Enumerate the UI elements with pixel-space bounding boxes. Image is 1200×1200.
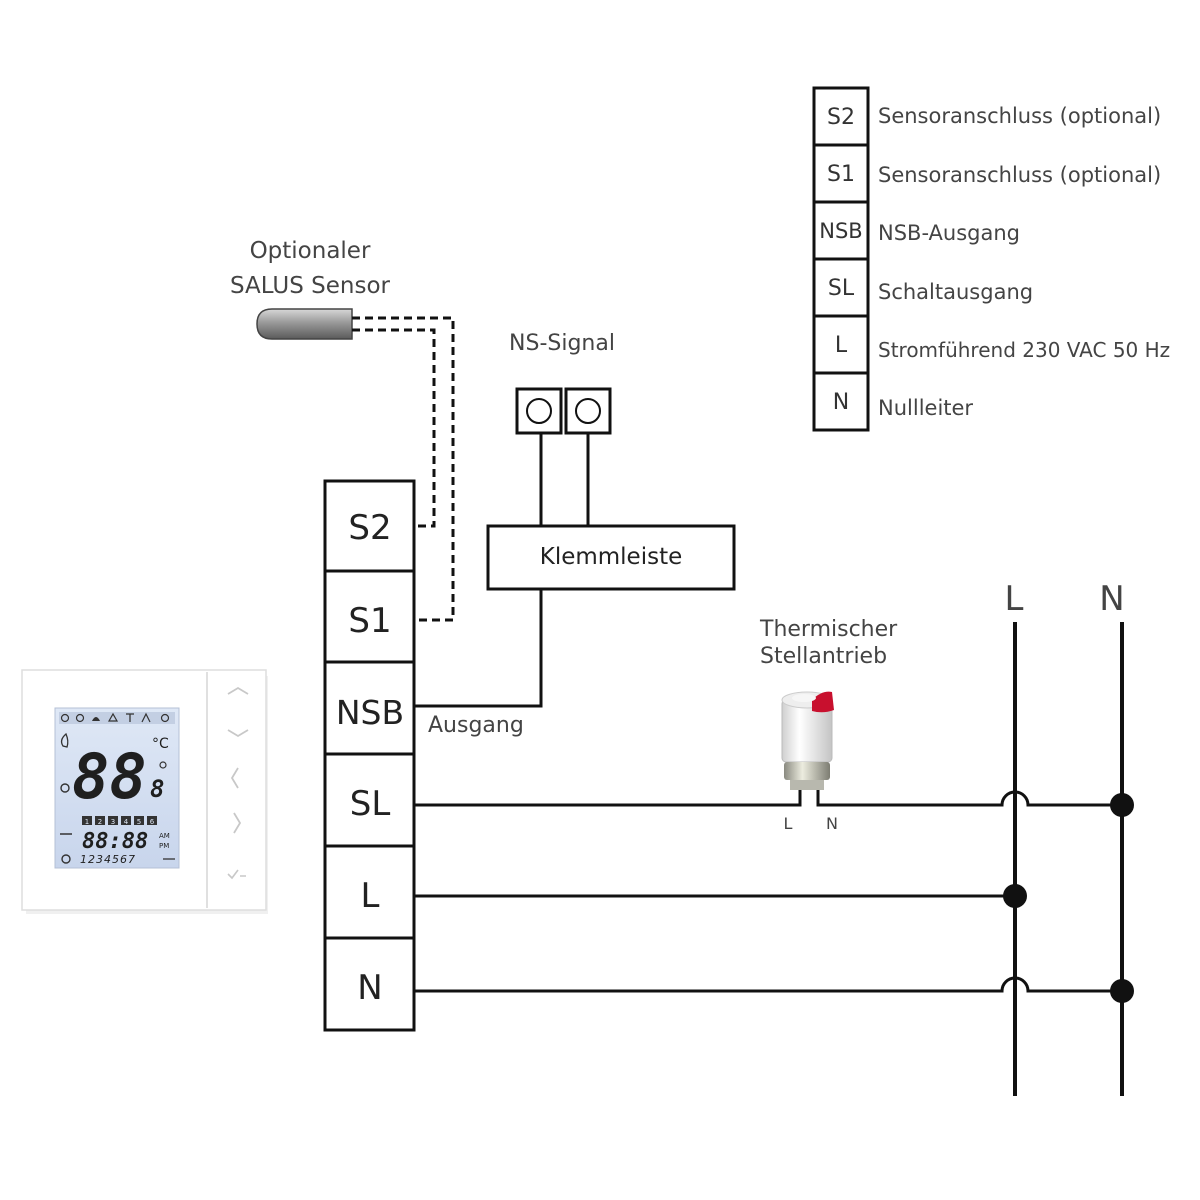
- lcd-days: 1234567: [80, 853, 136, 866]
- sun-icon: [75, 713, 85, 723]
- legend-text-s1: Sensoranschluss (optional): [878, 163, 1161, 187]
- holiday-icon: [141, 712, 151, 723]
- program-numbers: 1 2 3 4 5 6: [82, 816, 157, 826]
- supply-bus: L N: [1005, 579, 1125, 1096]
- contact-screw-icon: [575, 398, 601, 424]
- clock-icon: [159, 761, 167, 769]
- actuator-label-line1: Thermischer: [759, 617, 898, 642]
- actuator-label-line2: Stellantrieb: [760, 644, 887, 669]
- program-number: 2: [98, 818, 102, 826]
- terminal-s1: S1: [348, 601, 391, 641]
- confirm-button[interactable]: [227, 869, 246, 880]
- lcd-temperature: 88: [72, 740, 147, 813]
- moon-icon: [92, 717, 100, 721]
- left-button[interactable]: [230, 767, 239, 789]
- program-number: 1: [85, 818, 89, 826]
- up-button[interactable]: [227, 686, 249, 695]
- auto-icon: [107, 712, 119, 722]
- wire-n: [414, 976, 1122, 993]
- lcd-unit: °C: [152, 736, 169, 752]
- gear-icon: [60, 783, 70, 793]
- program-number: 5: [137, 818, 141, 826]
- terminal-sl: SL: [350, 784, 391, 824]
- lcd-screen: [54, 707, 180, 869]
- terminal-s2: S2: [348, 508, 391, 548]
- ns-contact-1: [515, 387, 563, 435]
- terminal-n: N: [357, 968, 382, 1008]
- thermostat: 88 °C 8 88:88 AM PM 1 2 3 4 5 6 1234567: [21, 669, 268, 914]
- fan-icon: [160, 713, 170, 723]
- bus-label-n: N: [1099, 579, 1124, 619]
- legend-text-sl: Schaltausgang: [878, 280, 1033, 304]
- junction-dot: [1110, 979, 1134, 1003]
- junction-dot: [1110, 793, 1134, 817]
- lcd-am: AM: [159, 832, 170, 840]
- legend-code-s1: S1: [827, 162, 855, 187]
- sensor-label-line1: Optionaler: [250, 238, 371, 264]
- legend-code-n: N: [833, 390, 849, 415]
- legend-code-l: L: [835, 333, 848, 358]
- actuator-icon: [781, 691, 834, 790]
- sensor-probe-icon: [256, 308, 353, 340]
- down-button[interactable]: [227, 729, 249, 738]
- ausgang-label: Ausgang: [428, 713, 524, 738]
- wire-actuator-n: [816, 790, 1122, 807]
- terminal-l: L: [361, 876, 380, 916]
- contact-screw-icon: [526, 398, 552, 424]
- legend-code-sl: SL: [828, 276, 855, 301]
- program-number: 4: [124, 818, 129, 826]
- legend-code-s2: S2: [827, 105, 855, 130]
- nsb-wire: [414, 589, 543, 708]
- wires: [414, 790, 1134, 1003]
- gear-icon: [61, 854, 71, 864]
- flame-icon: [60, 732, 69, 748]
- program-number: 6: [150, 818, 155, 826]
- right-button[interactable]: [233, 812, 242, 834]
- legend-text-s2: Sensoranschluss (optional): [878, 104, 1161, 128]
- ns-signal: NS-Signal: [509, 331, 615, 526]
- sensor-cable-s2: [352, 328, 436, 528]
- klemmleiste: Klemmleiste Ausgang: [414, 524, 736, 738]
- lcd-pm: PM: [159, 842, 169, 850]
- mode-icons: [59, 712, 175, 724]
- actuator-pin-l: L: [784, 814, 793, 833]
- terminal-nsb: NSB: [336, 693, 404, 732]
- thermal-actuator: Thermischer Stellantrieb L N: [759, 617, 898, 833]
- bus-label-l: L: [1005, 579, 1024, 619]
- lcd-decimal: 8: [150, 775, 164, 803]
- lcd-time: 88:88: [82, 829, 148, 854]
- thermometer-icon: [126, 713, 134, 722]
- ns-contact-2: [564, 387, 612, 435]
- ns-signal-label: NS-Signal: [509, 331, 615, 356]
- snowflake-icon: [60, 713, 70, 723]
- legend-text-nsb: NSB-Ausgang: [878, 221, 1020, 245]
- legend-text-l: Stromführend 230 VAC 50 Hz: [878, 338, 1170, 362]
- wire-sl: [414, 790, 802, 807]
- optional-sensor: Optionaler SALUS Sensor: [230, 238, 455, 622]
- program-number: 3: [111, 818, 115, 826]
- sensor-cable-s1: [352, 316, 455, 622]
- sensor-label-line2: SALUS Sensor: [230, 273, 391, 299]
- terminal-block: S2 S1 NSB SL L N: [323, 479, 416, 1032]
- klemmleiste-label: Klemmleiste: [540, 544, 683, 570]
- actuator-pin-n: N: [826, 814, 838, 833]
- legend-text-n: Nullleiter: [878, 396, 973, 420]
- klemmleiste-box: [486, 524, 736, 591]
- junction-dot: [1003, 884, 1027, 908]
- legend-code-nsb: NSB: [819, 219, 862, 243]
- legend-table: S2 S1 NSB SL L N Sensoranschluss (option…: [812, 86, 1170, 432]
